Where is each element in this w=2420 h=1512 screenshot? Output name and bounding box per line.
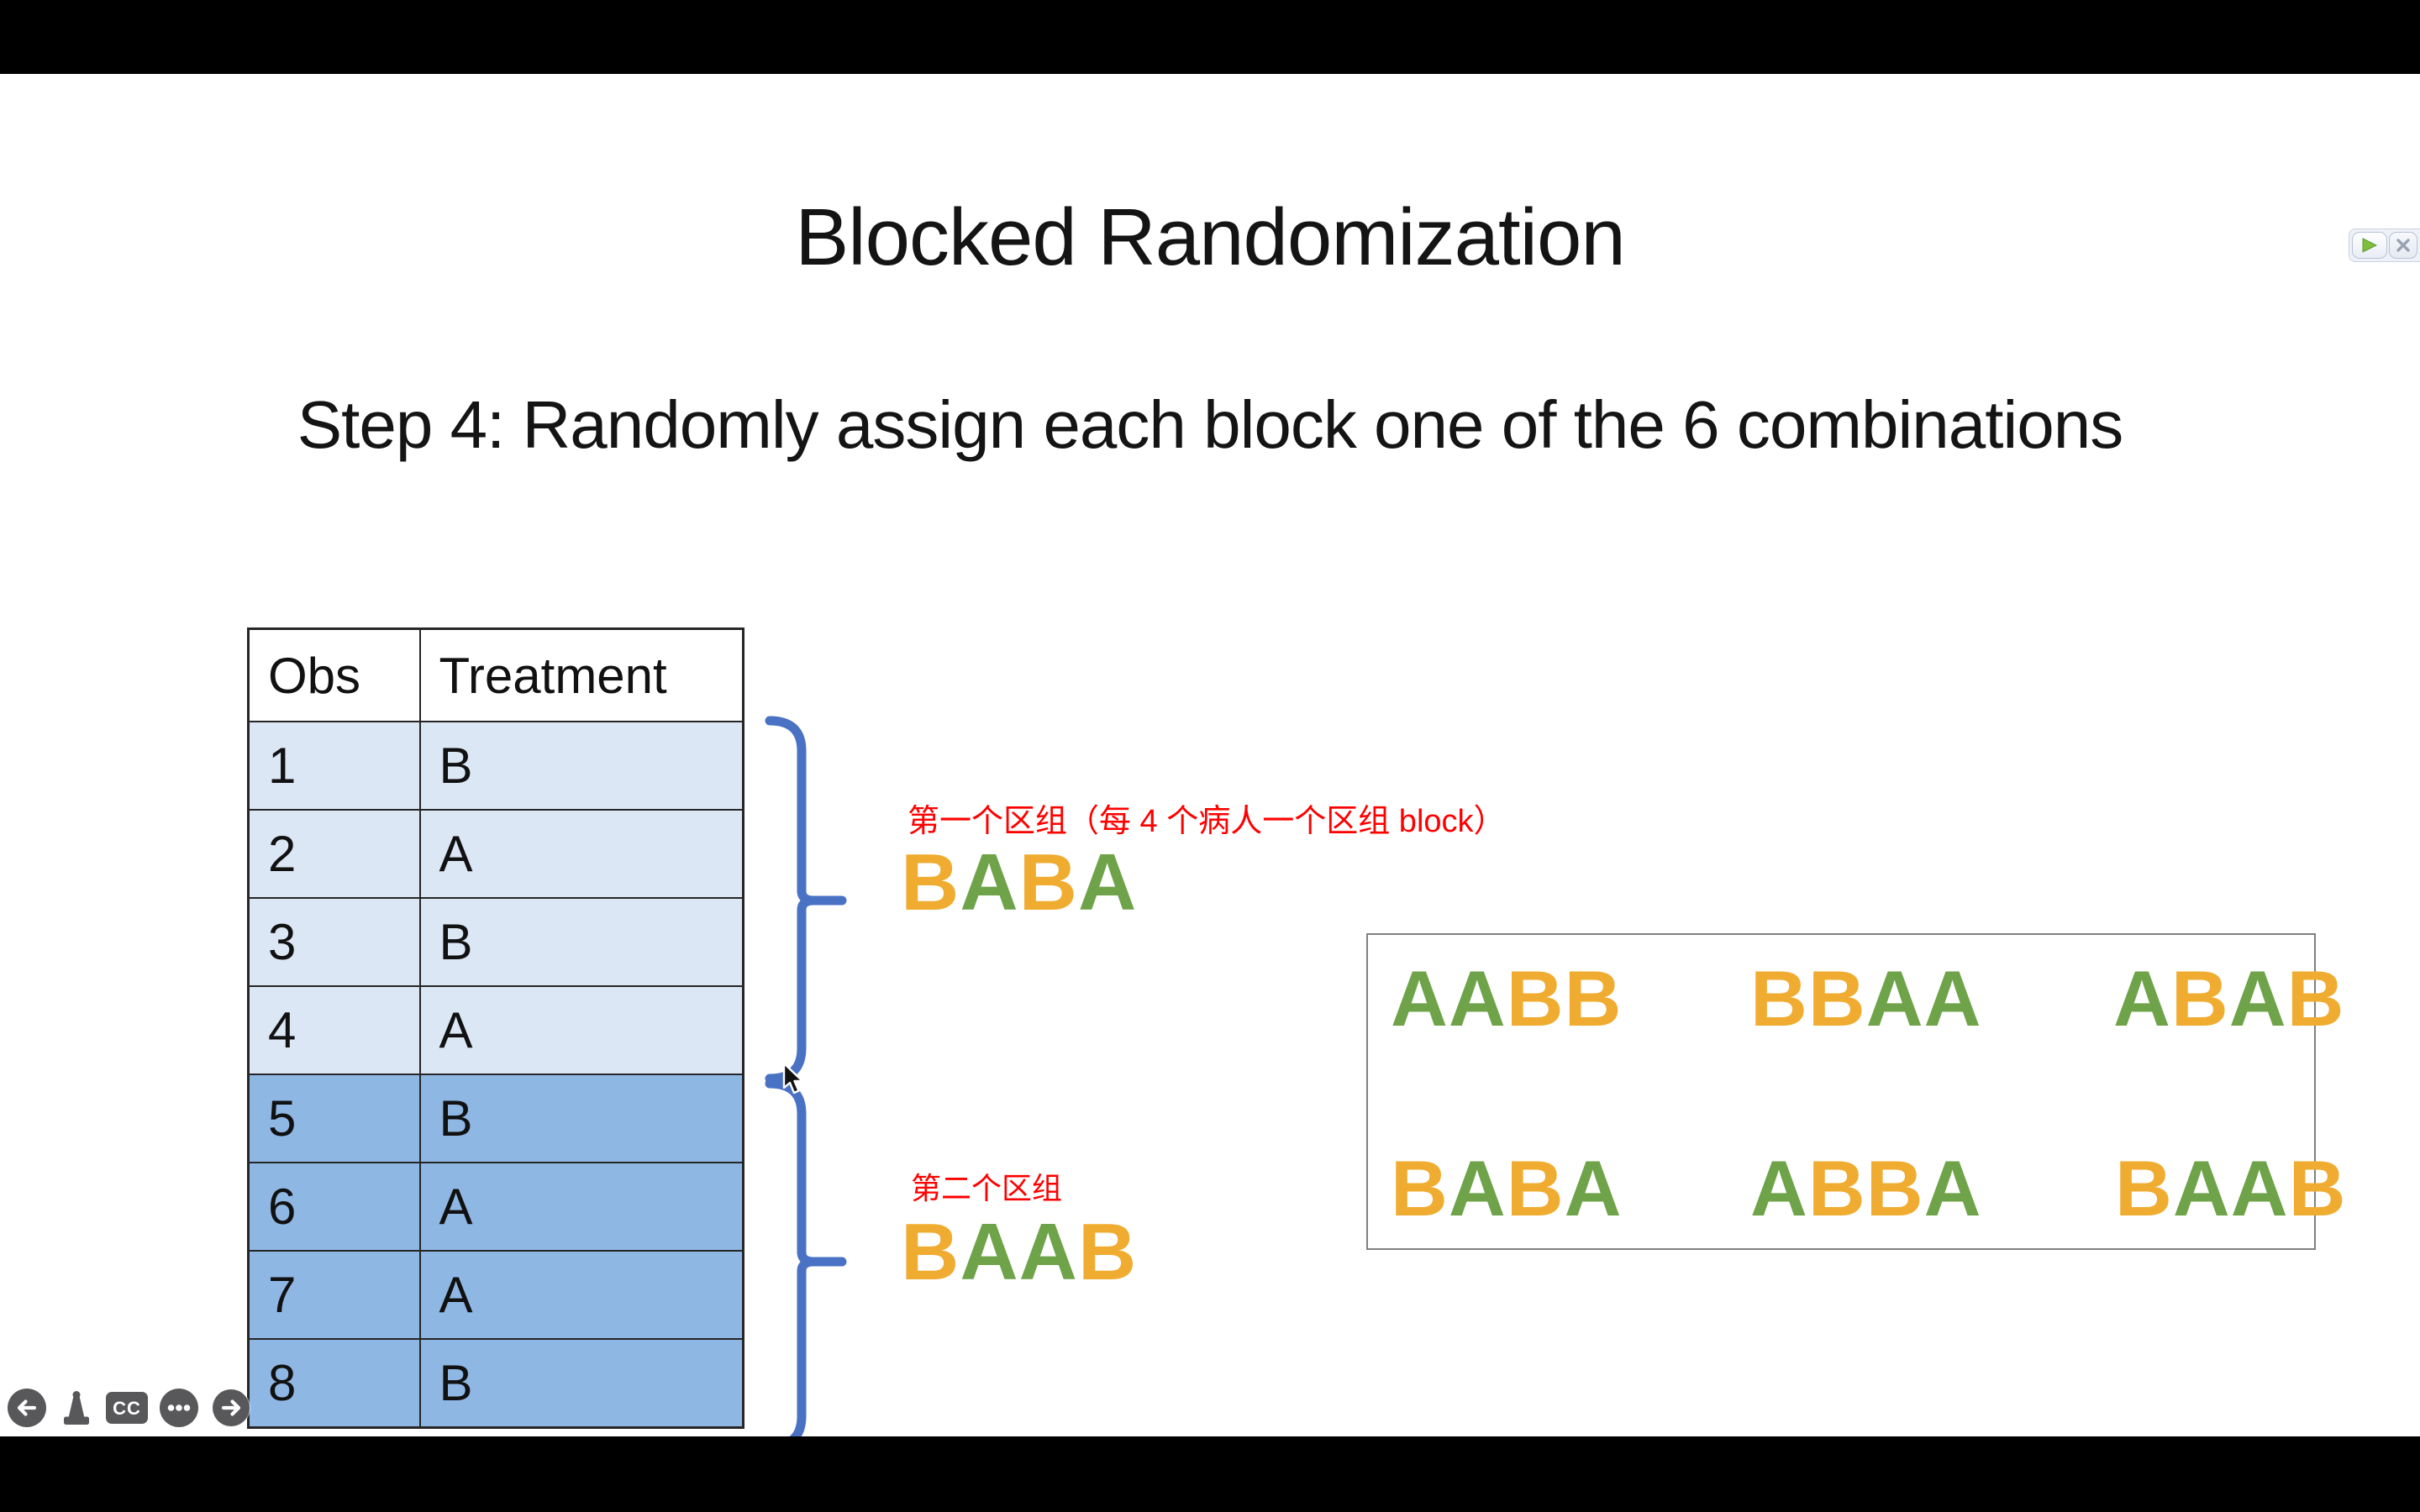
mini-toolbar bbox=[2349, 228, 2420, 262]
obs-cell: 3 bbox=[247, 897, 421, 987]
treatment-cell: A bbox=[418, 809, 744, 899]
combinations-box: AABB BBAA ABAB BABA ABBA BAAB bbox=[1366, 933, 2346, 1250]
table-row: 2 A bbox=[247, 809, 744, 899]
player-controls: CC bbox=[7, 1388, 252, 1431]
table-row: 1 B bbox=[247, 721, 744, 811]
col-header-treatment: Treatment bbox=[418, 627, 744, 722]
randomization-table: Obs Treatment 1 B 2 A 3 B 4 A 5 bbox=[247, 627, 744, 1429]
vlc-cone-button[interactable] bbox=[58, 1388, 95, 1432]
more-button[interactable] bbox=[159, 1388, 199, 1432]
table-header-row: Obs Treatment bbox=[247, 627, 744, 722]
table-row: 5 B bbox=[247, 1074, 744, 1163]
treatment-cell: B bbox=[418, 897, 744, 987]
block1-label: 第一个区组（每 4 个病人一个区组 block） bbox=[908, 804, 1506, 839]
mouse-cursor-icon bbox=[782, 1062, 804, 1095]
treatment-cell: A bbox=[418, 985, 744, 1075]
play-icon bbox=[2362, 238, 2378, 253]
ellipsis-icon bbox=[160, 1388, 198, 1427]
block2-sequence: BAAB bbox=[901, 1207, 1138, 1297]
cc-icon: CC bbox=[106, 1391, 148, 1424]
slide-title: Blocked Randomization bbox=[795, 192, 1626, 282]
traffic-cone-icon bbox=[64, 1390, 89, 1425]
obs-cell: 1 bbox=[247, 721, 421, 811]
back-button[interactable] bbox=[7, 1388, 47, 1432]
treatment-cell: A bbox=[418, 1162, 744, 1252]
table-row: 7 A bbox=[247, 1250, 744, 1340]
cc-label: CC bbox=[113, 1398, 141, 1419]
obs-cell: 4 bbox=[247, 985, 421, 1075]
video-frame: Blocked Randomization Step 4: Randomly a… bbox=[0, 74, 2420, 1452]
obs-cell: 7 bbox=[247, 1250, 421, 1340]
combination-item: ABBA bbox=[1750, 1144, 1982, 1232]
table-row: 8 B bbox=[247, 1338, 744, 1429]
curly-brace-icon bbox=[765, 716, 847, 1452]
slide-subtitle: Step 4: Randomly assign each block one o… bbox=[297, 387, 2123, 462]
treatment-cell: B bbox=[418, 1074, 744, 1163]
block2-label: 第二个区组 bbox=[911, 1171, 1063, 1205]
combination-item: BABA bbox=[1391, 1144, 1623, 1232]
obs-cell: 2 bbox=[247, 809, 421, 899]
table-row: 4 A bbox=[247, 985, 744, 1075]
obs-cell: 6 bbox=[247, 1162, 421, 1252]
table-row: 3 B bbox=[247, 897, 744, 987]
treatment-cell: B bbox=[418, 1338, 744, 1429]
bottom-letterbox bbox=[0, 1436, 2420, 1512]
combination-item: AABB bbox=[1391, 954, 1623, 1042]
captions-button[interactable]: CC bbox=[106, 1388, 148, 1432]
obs-cell: 5 bbox=[247, 1074, 421, 1163]
col-header-obs: Obs bbox=[247, 627, 421, 722]
combination-item: BBAA bbox=[1750, 954, 1982, 1042]
treatment-cell: B bbox=[418, 721, 744, 811]
treatment-cell: A bbox=[418, 1250, 744, 1340]
close-button[interactable] bbox=[2389, 232, 2417, 259]
forward-button[interactable] bbox=[210, 1387, 252, 1433]
arrow-right-icon bbox=[212, 1388, 250, 1427]
combination-item: ABAB bbox=[2113, 954, 2345, 1042]
close-icon bbox=[2396, 239, 2410, 252]
table-row: 6 A bbox=[247, 1162, 744, 1252]
combination-item: BAAB bbox=[2115, 1144, 2347, 1232]
arrow-left-icon bbox=[8, 1388, 46, 1427]
block1-sequence: BABA bbox=[901, 837, 1138, 927]
top-letterbox bbox=[0, 0, 2420, 74]
obs-cell: 8 bbox=[247, 1338, 421, 1429]
play-button[interactable] bbox=[2352, 232, 2387, 259]
